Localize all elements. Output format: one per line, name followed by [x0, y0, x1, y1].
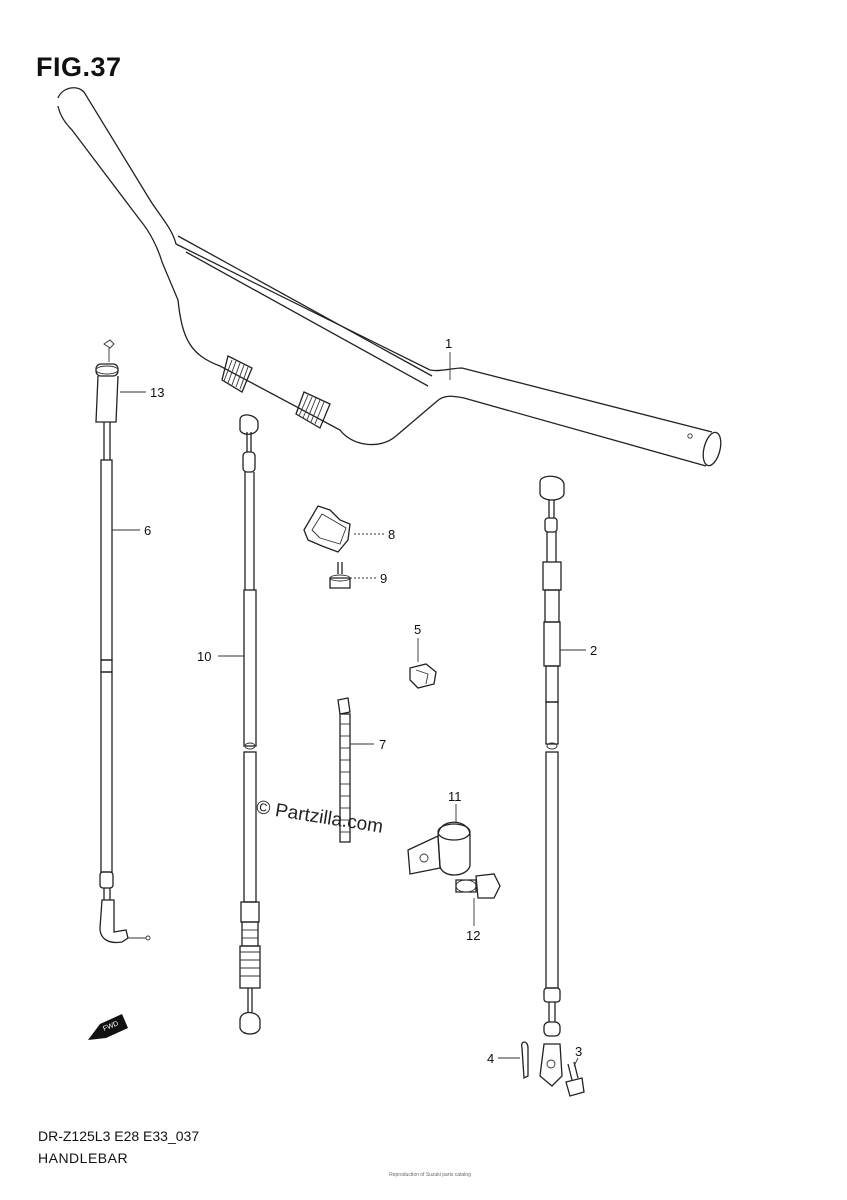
callout-13[interactable]: 13 [150, 385, 164, 400]
callout-9[interactable]: 9 [380, 571, 387, 586]
part-bracket-11[interactable] [407, 821, 471, 876]
callout-1[interactable]: 1 [445, 336, 452, 351]
part-cable-tie-7[interactable] [337, 697, 351, 843]
diagram-name: HANDLEBAR [38, 1150, 129, 1166]
part-pin-4[interactable] [521, 1041, 529, 1080]
part-clamp-8[interactable] [303, 505, 351, 553]
callout-numbers: 1 2 3 4 5 6 7 8 9 10 11 12 13 [144, 336, 597, 1066]
callout-7[interactable]: 7 [379, 737, 386, 752]
callout-11[interactable]: 11 [448, 789, 462, 804]
part-cable-10[interactable] [239, 414, 261, 1035]
callout-8[interactable]: 8 [388, 527, 395, 542]
part-bolt-12[interactable] [455, 873, 501, 899]
knurl-left [221, 355, 253, 393]
callout-10[interactable]: 10 [197, 649, 211, 664]
part-throttle-cable[interactable] [95, 339, 151, 944]
callout-5[interactable]: 5 [414, 622, 421, 637]
part-handlebar[interactable] [57, 87, 724, 468]
figure-title: FIG.37 [36, 52, 122, 82]
part-bolt-9[interactable] [329, 562, 351, 589]
callout-12[interactable]: 12 [466, 928, 480, 943]
callout-3[interactable]: 3 [575, 1044, 582, 1059]
callout-2[interactable]: 2 [590, 643, 597, 658]
part-cable-2[interactable] [539, 475, 565, 1087]
tiny-note: Reproduction of Suzuki parts catalog [389, 1172, 471, 1178]
part-bolt-3[interactable] [565, 1061, 585, 1097]
fwd-arrow-icon: FWD [88, 1014, 128, 1040]
callout-6[interactable]: 6 [144, 523, 151, 538]
knurl-right [295, 391, 331, 429]
part-clip-5[interactable] [409, 663, 437, 689]
callout-4[interactable]: 4 [487, 1051, 494, 1066]
callout-leaders [112, 352, 586, 1067]
diagram-code: DR-Z125L3 E28 E33_037 [38, 1128, 200, 1144]
